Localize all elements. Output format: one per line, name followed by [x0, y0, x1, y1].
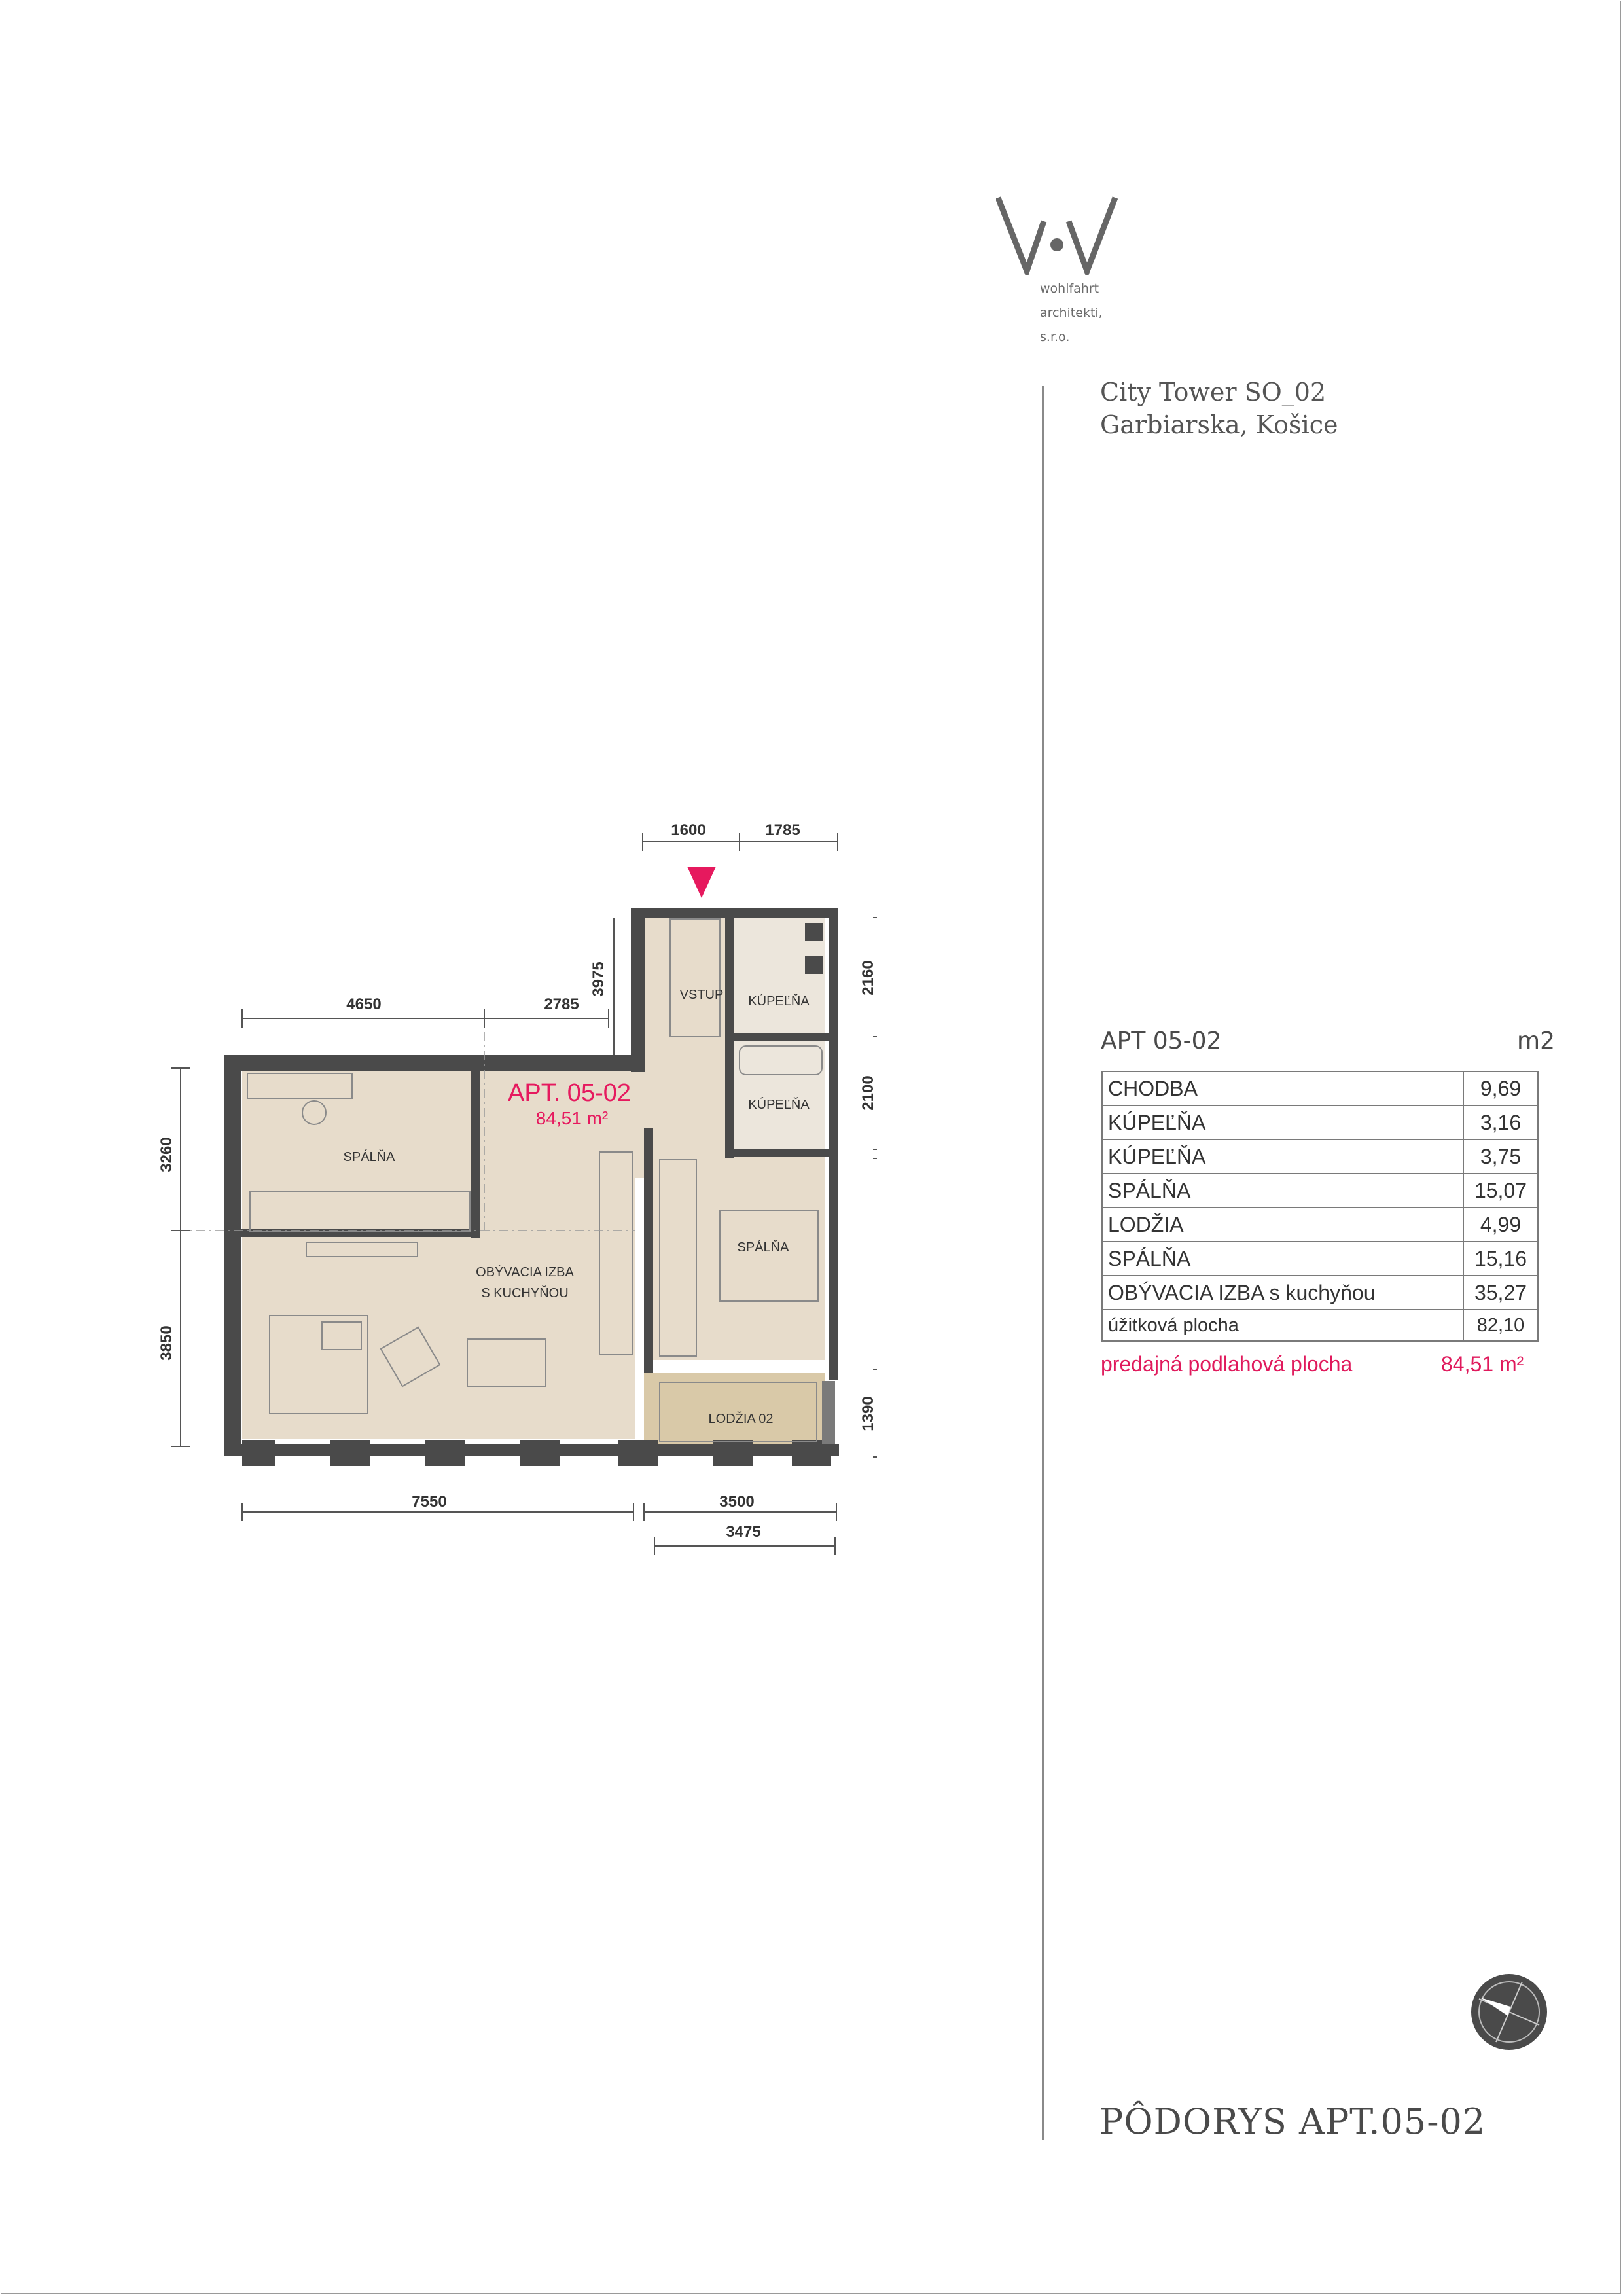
dim-3500: 3500: [719, 1493, 754, 1511]
wall-top-right: [631, 908, 838, 918]
brand-logo-icon: [996, 196, 1118, 275]
wardrobe-right: [659, 1159, 697, 1357]
wall-entry-left: [631, 908, 645, 1072]
room-name: LODŽIA: [1101, 1207, 1464, 1242]
plan-apartment-area: 84,51 m²: [536, 1108, 609, 1128]
room-area: 15,07: [1463, 1173, 1539, 1208]
dim-7550: 7550: [412, 1493, 446, 1511]
room-area: 35,27: [1463, 1275, 1539, 1310]
brand-line-2: architekti,: [1040, 306, 1103, 320]
dim-3260: 3260: [158, 1137, 175, 1172]
dim-2100: 2100: [859, 1075, 877, 1110]
room-label-vstup: VSTUP: [680, 988, 724, 1002]
wall-spalna-right: [471, 1071, 480, 1238]
bed-left: [249, 1191, 471, 1232]
dim-4650: 4650: [346, 996, 381, 1013]
floor-plan: 1600 1785 4650 2785 3975 2160 2100 400 4…: [158, 821, 877, 1555]
brand-line-3: s.r.o.: [1040, 330, 1070, 344]
room-name: SPÁLŇA: [1101, 1173, 1464, 1208]
floor-living-bedroom: [242, 1067, 635, 1439]
loggia-rail: [822, 1381, 835, 1444]
room-area: 4,99: [1463, 1207, 1539, 1242]
divider-line: [1042, 386, 1044, 2140]
room-label-spalna-left: SPÁLŇA: [344, 1149, 396, 1164]
room-area: 9,69: [1463, 1071, 1539, 1106]
brand-line-1: wohlfahrt: [1040, 281, 1099, 296]
room-name: KÚPEĽŇA: [1101, 1139, 1464, 1174]
dim-3850: 3850: [158, 1325, 175, 1360]
room-area: 15,16: [1463, 1241, 1539, 1276]
dining-table: [467, 1338, 546, 1387]
room-labels: VSTUP KÚPEĽŇA KÚPEĽŇA SPÁLŇA SPÁLŇA OBÝV…: [344, 988, 810, 1426]
desk-left: [247, 1073, 353, 1099]
room-name: KÚPEĽŇA: [1101, 1105, 1464, 1140]
room-label-obyvacia-1: OBÝVACIA IZBA: [476, 1265, 574, 1280]
wall-bedroom-left: [644, 1128, 653, 1373]
sale-area-value: 84,51 m²: [1441, 1352, 1524, 1376]
coffee-table: [321, 1321, 362, 1350]
page-title: PÔDORYS APT.05-02: [1099, 2101, 1486, 2142]
dimension-labels: 1600 1785 4650 2785 3975 2160 2100 400 4…: [158, 821, 877, 1541]
room-label-kupelna-2: KÚPEĽŇA: [748, 1097, 810, 1112]
dim-1600: 1600: [671, 821, 705, 839]
room-area: 3,75: [1463, 1139, 1539, 1174]
chair-left: [302, 1100, 327, 1125]
room-area: 3,16: [1463, 1105, 1539, 1140]
room-name: SPÁLŇA: [1101, 1241, 1464, 1276]
room-label-spalna-right: SPÁLŇA: [738, 1240, 790, 1255]
area-unit: m2: [1517, 1028, 1555, 1054]
wall-bath-bottom: [725, 1149, 838, 1157]
bathtub: [739, 1045, 823, 1075]
furniture: [247, 918, 823, 1442]
dim-1390: 1390: [859, 1396, 877, 1431]
wall-bath-mid: [725, 1033, 838, 1041]
apartment-label: APT 05-02: [1101, 1028, 1222, 1054]
wall-right: [829, 908, 838, 1380]
window-piers: [224, 923, 831, 1466]
bed-right: [719, 1210, 819, 1302]
entrance-arrow-icon: [687, 867, 716, 898]
dim-3475: 3475: [726, 1523, 760, 1541]
room-label-lodzia: LODŽIA 02: [709, 1411, 774, 1426]
wall-top-left: [224, 1055, 636, 1071]
sofa: [269, 1315, 368, 1414]
room-label-obyvacia-2: S KUCHYŇOU: [481, 1285, 568, 1300]
dim-3975: 3975: [590, 961, 607, 996]
dim-2160: 2160: [859, 960, 877, 995]
room-name: OBÝVACIA IZBA s kuchyňou: [1101, 1275, 1464, 1310]
room-label-kupelna-1: KÚPEĽŇA: [748, 994, 810, 1009]
dim-2785: 2785: [544, 996, 579, 1013]
sale-area-label: predajná podlahová plocha: [1101, 1352, 1353, 1376]
kitchen-counter: [599, 1151, 633, 1355]
north-arrow-icon: [1471, 1974, 1547, 2050]
usable-label: úžitková plocha: [1101, 1309, 1464, 1342]
dim-1785: 1785: [765, 821, 800, 839]
floor-bedroom-right: [644, 1155, 825, 1360]
project-name: City Tower SO_02: [1100, 378, 1327, 406]
brand-name: wohlfahrt architekti, s.r.o.: [1040, 277, 1103, 350]
entry-closet: [669, 918, 721, 1037]
loggia-tiles: [659, 1382, 817, 1442]
room-name: CHODBA: [1101, 1071, 1464, 1106]
tv-stand: [306, 1242, 418, 1257]
usable-value: 82,10: [1463, 1309, 1539, 1342]
project-info: City Tower SO_02 Garbiarska, Košice: [1100, 376, 1338, 441]
project-address: Garbiarska, Košice: [1100, 410, 1338, 439]
armchair: [380, 1326, 441, 1388]
plan-apartment-label: APT. 05-02: [508, 1079, 631, 1107]
dimension-lines: [171, 833, 877, 1555]
